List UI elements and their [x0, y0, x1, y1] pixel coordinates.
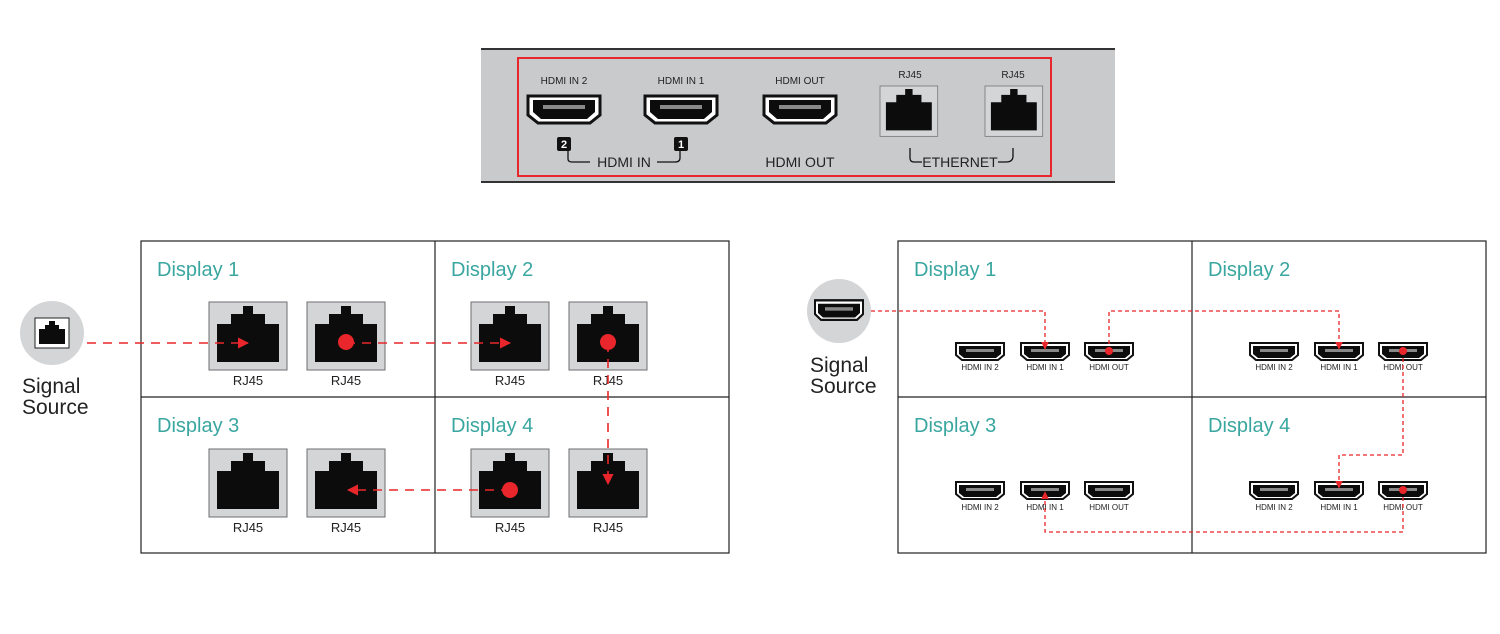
badge-1-label: 1: [678, 139, 684, 151]
hdmi-display-2-label-in1: HDMI IN 1: [1320, 363, 1358, 372]
rj45-signal-path: [87, 337, 614, 496]
hdmi-display-1-output-dot: [1105, 347, 1113, 355]
hdmi-display-2-title: Display 2: [1208, 259, 1290, 281]
display-2-port-label-a: RJ45: [495, 373, 525, 388]
port-label-rj45-a: RJ45: [898, 70, 922, 81]
display-3-rj45-a-icon: [208, 448, 288, 518]
display-4-title: Display 4: [451, 415, 533, 437]
port-label-rj45-b: RJ45: [1001, 70, 1025, 81]
hdmi-display-3-label-in1: HDMI IN 1: [1026, 503, 1064, 512]
display-4-output-dot: [502, 482, 518, 498]
hdmi-display-3-out-icon: [1084, 481, 1134, 500]
highlight-frame: [517, 57, 1052, 177]
hdmi-display-1-in2-icon: [955, 342, 1005, 361]
display-2-rj45-in-icon: [470, 301, 550, 371]
display-4-port-label-b: RJ45: [593, 520, 623, 535]
hdmi-display-1-label-out: HDMI OUT: [1089, 363, 1129, 372]
device-rear-panel: HDMI IN 2 HDMI IN 1 HDMI OUT RJ45 RJ45 2…: [481, 48, 1115, 183]
hdmi-display-4-title: Display 4: [1208, 415, 1290, 437]
hdmi-display-1-title: Display 1: [914, 259, 996, 281]
hdmi-display-1-label-in2: HDMI IN 2: [961, 363, 999, 372]
rj45-signal-source-label-1: Signal: [22, 375, 80, 398]
rj45-video-wall: Display 1 Display 2 Display 3 Display 4 …: [20, 240, 730, 554]
group-label-hdmi-out: HDMI OUT: [765, 154, 835, 170]
hdmi-in-2-port-icon: [526, 94, 602, 125]
hdmi-display-2-output-dot: [1399, 347, 1407, 355]
display-1-title: Display 1: [157, 259, 239, 281]
group-label-ethernet: ETHERNET: [922, 154, 998, 170]
rj45-signal-source-label-2: Source: [22, 396, 89, 419]
hdmi-display-2-label-in2: HDMI IN 2: [1255, 363, 1293, 372]
hdmi-display-3-in2-icon: [955, 481, 1005, 500]
hdmi-display-4-label-in2: HDMI IN 2: [1255, 503, 1293, 512]
badge-2: [557, 137, 571, 151]
bracket-hdmi-in-left: [567, 151, 590, 163]
hdmi-display-2-in2-icon: [1249, 342, 1299, 361]
display-3-title: Display 3: [157, 415, 239, 437]
hdmi-display-4-output-dot: [1399, 486, 1407, 494]
hdmi-in-1-port-icon: [643, 94, 719, 125]
port-label-hdmi-in-1: HDMI IN 1: [658, 76, 705, 87]
hdmi-display-3-label-out: HDMI OUT: [1089, 503, 1129, 512]
display-3-port-label-b: RJ45: [331, 520, 361, 535]
hdmi-signal-source-label-2: Source: [810, 375, 877, 398]
hdmi-signal-path: [871, 310, 1404, 533]
hdmi-display-4-label-in1: HDMI IN 1: [1320, 503, 1358, 512]
hdmi-video-wall: Display 1 Display 2 Display 3 Display 4 …: [807, 240, 1487, 554]
hdmi-display-1-label-in1: HDMI IN 1: [1026, 363, 1064, 372]
hdmi-display-1-in1-icon: [1020, 342, 1070, 361]
badge-2-label: 2: [561, 139, 567, 151]
display-2-output-dot: [600, 334, 616, 350]
bracket-hdmi-in-right: [657, 151, 681, 163]
bracket-ethernet-right: [998, 148, 1014, 163]
rj45-port-b-icon: [984, 85, 1044, 137]
display-1-port-label-a: RJ45: [233, 373, 263, 388]
port-label-hdmi-in-2: HDMI IN 2: [541, 76, 588, 87]
rj45-port-a-icon: [879, 85, 939, 137]
hdmi-display-3-title: Display 3: [914, 415, 996, 437]
display-3-port-label-a: RJ45: [233, 520, 263, 535]
bracket-ethernet-left: [909, 148, 922, 163]
hdmi-signal-source-label-1: Signal: [810, 354, 868, 377]
hdmi-display-4-in2-icon: [1249, 481, 1299, 500]
hdmi-out-port-icon: [762, 94, 838, 125]
display-1-output-dot: [338, 334, 354, 350]
display-2-title: Display 2: [451, 259, 533, 281]
group-label-hdmi-in: HDMI IN: [597, 154, 651, 170]
display-1-rj45-in-icon: [208, 301, 288, 371]
display-1-port-label-b: RJ45: [331, 373, 361, 388]
port-label-hdmi-out: HDMI OUT: [775, 76, 824, 87]
hdmi-display-3-label-in2: HDMI IN 2: [961, 503, 999, 512]
badge-1: [674, 137, 688, 151]
display-4-port-label-a: RJ45: [495, 520, 525, 535]
display-3-rj45-in-icon: [306, 448, 386, 518]
